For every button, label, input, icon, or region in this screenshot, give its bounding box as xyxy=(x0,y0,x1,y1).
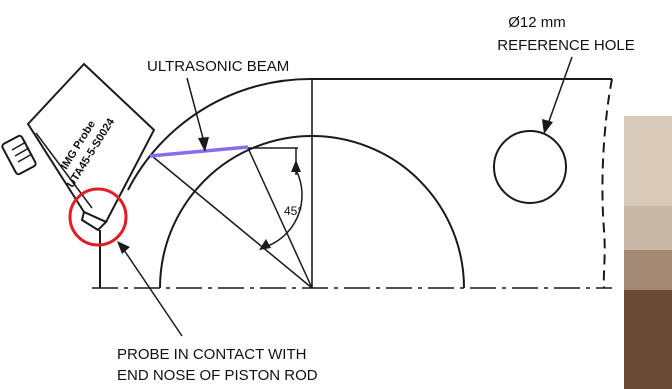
contact-highlight-circle xyxy=(68,187,128,247)
beam-label: ULTRASONIC BEAM xyxy=(147,58,289,75)
beam-leader-arrow xyxy=(198,137,209,152)
contact-leader-arrow xyxy=(117,241,130,254)
angle-arrow-bottom xyxy=(259,239,271,250)
hole-title-label: REFERENCE HOLE xyxy=(497,37,635,54)
hole-dimension-label: Ø12 mm xyxy=(508,14,566,31)
ultrasonic-beam xyxy=(149,145,249,158)
piston-rod-outline xyxy=(99,77,613,289)
contact-leader xyxy=(123,249,183,337)
ut-probe xyxy=(1,62,156,232)
angle-label: 45° xyxy=(284,204,302,218)
angle-indicator xyxy=(261,169,303,249)
reference-hole xyxy=(493,130,567,204)
hole-leader-arrow xyxy=(542,119,553,134)
contact-label-line2: END NOSE OF PISTON ROD xyxy=(117,367,318,384)
beam-leader xyxy=(186,77,205,143)
contact-label-line1: PROBE IN CONTACT WITH xyxy=(117,346,306,363)
background-photo xyxy=(624,116,672,389)
hole-leader xyxy=(547,56,573,125)
angle-arrow-top xyxy=(291,160,301,172)
